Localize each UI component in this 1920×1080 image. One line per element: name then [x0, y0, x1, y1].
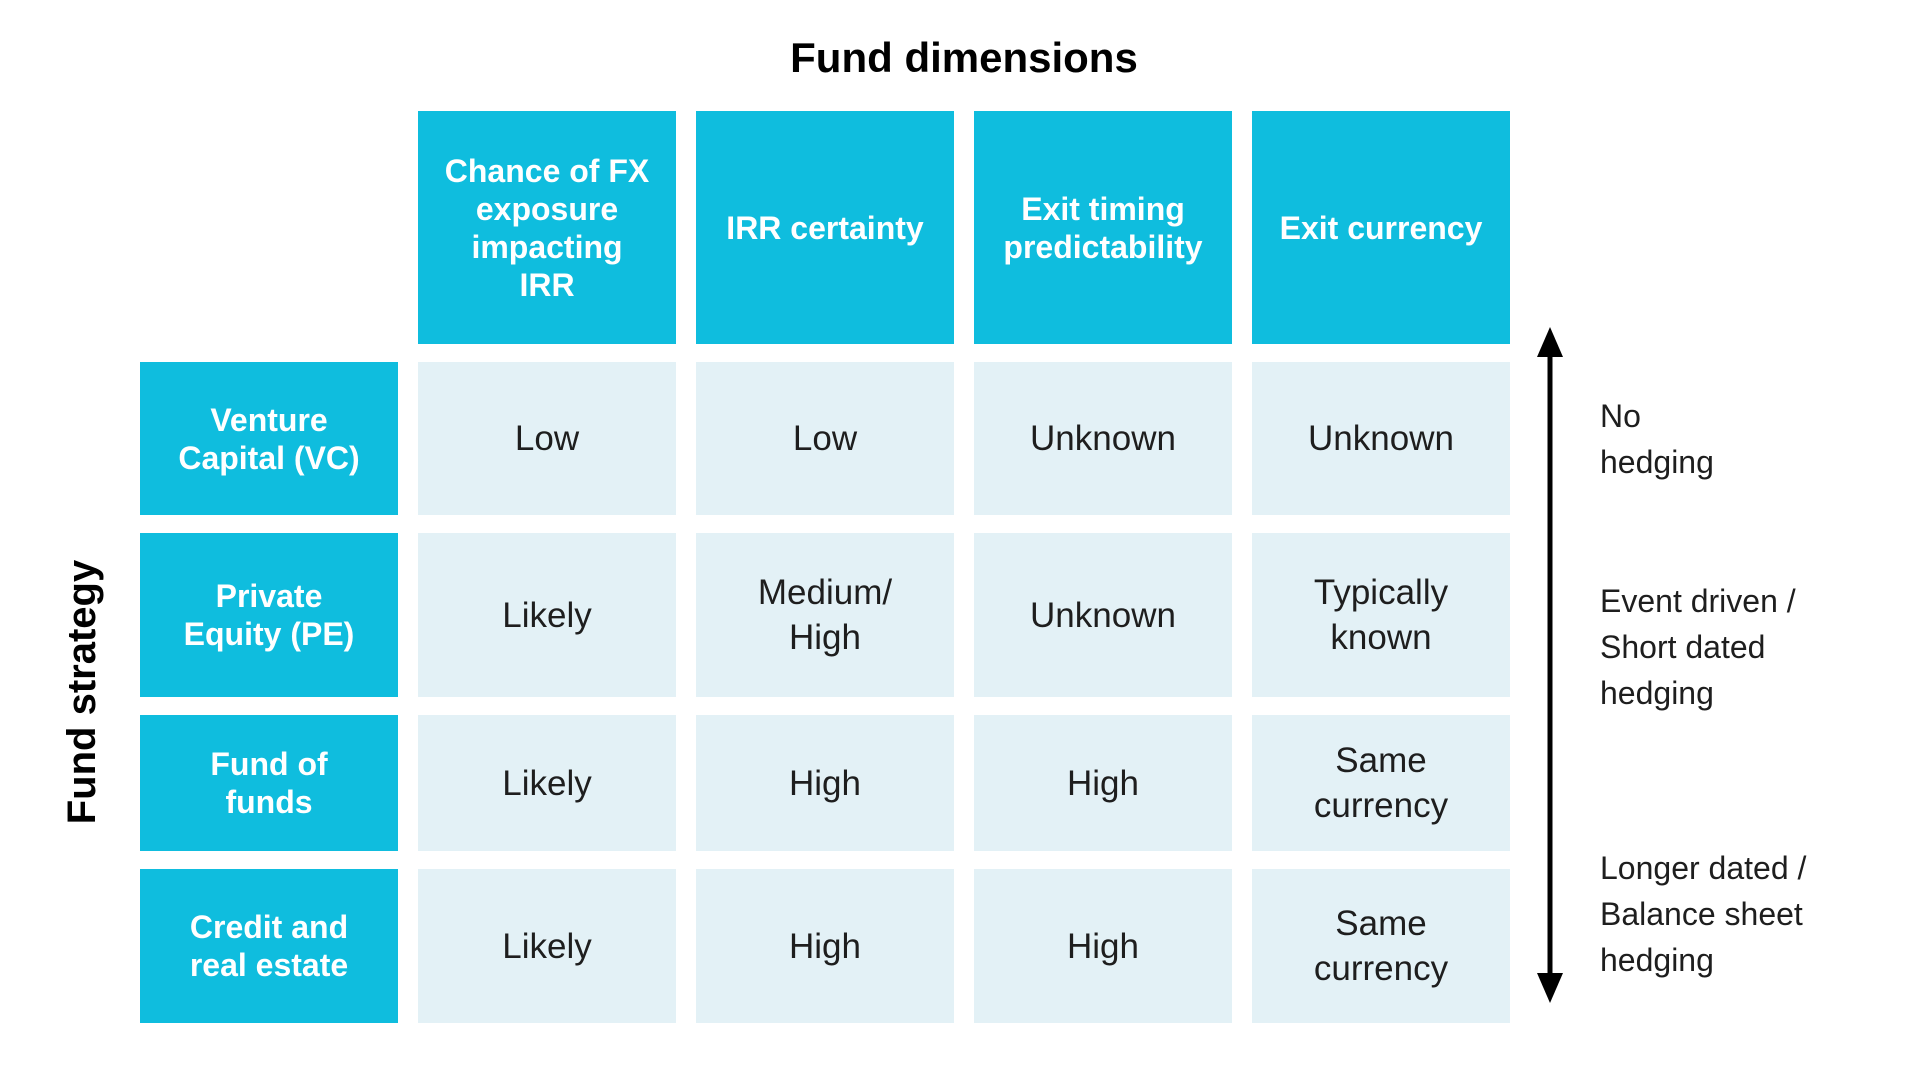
cell-vc-fx-exposure: Low: [418, 362, 676, 515]
cell-pe-irr-certainty: Medium/ High: [696, 533, 954, 697]
row-header-fund-of-funds: Fund of funds: [140, 715, 398, 851]
fund-matrix: Chance of FX exposure impacting IRR IRR …: [140, 111, 1510, 1023]
cell-fof-fx-exposure: Likely: [418, 715, 676, 851]
cell-pe-exit-timing: Unknown: [974, 533, 1232, 697]
row-header-private-equity: Private Equity (PE): [140, 533, 398, 697]
cell-cre-exit-timing: High: [974, 869, 1232, 1023]
cell-cre-fx-exposure: Likely: [418, 869, 676, 1023]
column-header-exit-currency: Exit currency: [1252, 111, 1510, 344]
hedging-scale-arrow-icon: [1537, 327, 1563, 1003]
cell-vc-irr-certainty: Low: [696, 362, 954, 515]
cell-pe-fx-exposure: Likely: [418, 533, 676, 697]
column-header-fx-exposure: Chance of FX exposure impacting IRR: [418, 111, 676, 344]
cell-fof-irr-certainty: High: [696, 715, 954, 851]
cell-fof-exit-timing: High: [974, 715, 1232, 851]
row-header-venture-capital: Venture Capital (VC): [140, 362, 398, 515]
hedging-label-no-hedging: No hedging: [1600, 398, 1714, 480]
page-title: Fund dimensions: [790, 34, 1138, 81]
cell-cre-exit-currency: Same currency: [1252, 869, 1510, 1023]
row-header-credit-real-estate: Credit and real estate: [140, 869, 398, 1023]
cell-vc-exit-currency: Unknown: [1252, 362, 1510, 515]
hedging-label-longer-dated: Longer dated / Balance sheet hedging: [1600, 850, 1807, 978]
cell-pe-exit-currency: Typically known: [1252, 533, 1510, 697]
corner-spacer: [140, 111, 398, 344]
cell-cre-irr-certainty: High: [696, 869, 954, 1023]
cell-vc-exit-timing: Unknown: [974, 362, 1232, 515]
column-header-irr-certainty: IRR certainty: [696, 111, 954, 344]
hedging-label-event-driven: Event driven / Short dated hedging: [1600, 583, 1796, 711]
cell-fof-exit-currency: Same currency: [1252, 715, 1510, 851]
row-axis-label: Fund strategy: [59, 559, 104, 825]
column-header-exit-timing: Exit timing predictability: [974, 111, 1232, 344]
